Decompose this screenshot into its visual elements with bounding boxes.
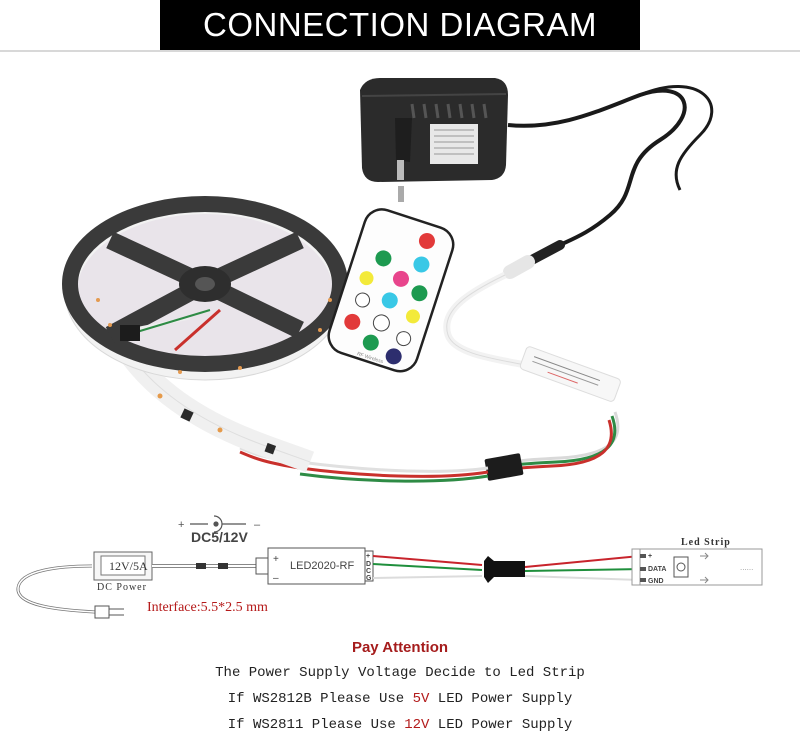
svg-text:–: – (273, 573, 279, 584)
power-adapter (360, 78, 714, 279)
attention-notes: Pay Attention The Power Supply Voltage D… (0, 636, 800, 738)
wiring-diagram: + – + – + D C G (16, 515, 763, 619)
svg-text:+: + (648, 553, 652, 560)
svg-text:+: + (366, 553, 370, 560)
note-line-3: If WS2811 Please Use 12V LED Power Suppl… (0, 712, 800, 738)
led-strip-reel (62, 196, 348, 473)
svg-text:......: ...... (740, 563, 753, 572)
dc-voltage-label: DC5/12V (191, 529, 248, 545)
product-photo: RF Wireless (62, 78, 714, 483)
dc-jack-symbol (190, 515, 246, 533)
rf-remote: RF Wireless (327, 208, 455, 373)
dc-power-label: DC Power (97, 582, 147, 593)
title-divider (0, 50, 800, 52)
controller-name-label: LED2020-RF (290, 560, 355, 572)
interface-note: Interface:5.5*2.5 mm (147, 600, 268, 615)
wires (372, 555, 641, 581)
svg-text:G: G (366, 575, 372, 582)
note-3-voltage: 12V (404, 717, 430, 733)
svg-text:DATA: DATA (648, 566, 666, 573)
ac-plug-icon (94, 605, 124, 619)
note-line-1: The Power Supply Voltage Decide to Led S… (215, 665, 585, 681)
psu-rating-label: 12V/5A (109, 559, 148, 573)
svg-text:GND: GND (648, 578, 664, 585)
led-strip-diagram (631, 548, 763, 586)
page-title: CONNECTION DIAGRAM (160, 0, 640, 50)
note-line-2: If WS2812B Please Use 5V LED Power Suppl… (0, 686, 800, 712)
note-2-prefix: If WS2812B Please Use (227, 691, 413, 707)
svg-text:C: C (366, 568, 371, 575)
jst-connector (484, 453, 524, 481)
note-3-suffix: LED Power Supply (429, 717, 573, 733)
title-text: CONNECTION DIAGRAM (202, 6, 597, 43)
svg-text:+: + (273, 554, 279, 565)
note-3-prefix: If WS2811 Please Use (227, 717, 405, 733)
svg-text:+: + (178, 519, 184, 531)
note-2-suffix: LED Power Supply (429, 691, 573, 707)
svg-text:–: – (254, 519, 261, 531)
led-strip-label: Led Strip (681, 537, 731, 548)
controller-box (255, 547, 374, 585)
led2020-rf-controller (519, 346, 621, 402)
attention-heading: Pay Attention (351, 639, 449, 656)
jst-connector-icon (484, 556, 525, 583)
note-2-voltage: 5V (412, 691, 430, 707)
svg-text:D: D (366, 561, 371, 568)
